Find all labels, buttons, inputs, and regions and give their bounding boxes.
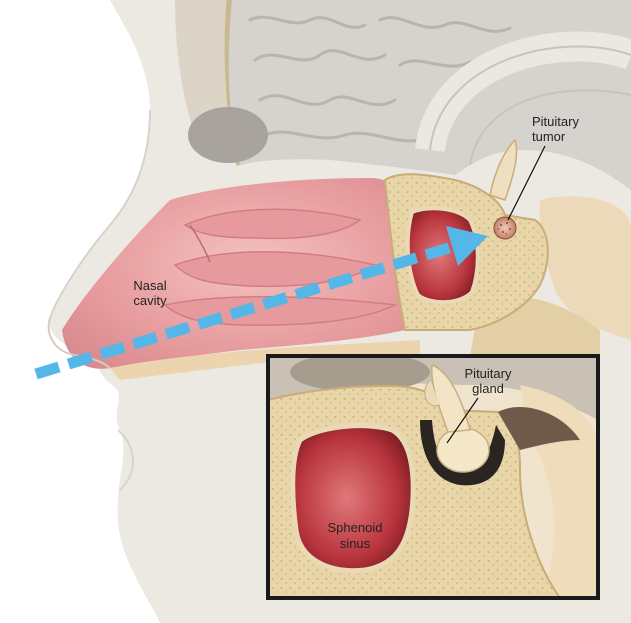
pituitary-tumor bbox=[493, 216, 517, 240]
svg-text:Nasal: Nasal bbox=[133, 278, 166, 293]
label-sphenoid-sinus: Sphenoid sinus bbox=[328, 520, 383, 551]
brain bbox=[188, 0, 631, 190]
inset-magnified-view: Pituitary gland Sphenoid sinus bbox=[266, 354, 600, 600]
svg-text:Pituitary: Pituitary bbox=[465, 366, 512, 381]
svg-text:gland: gland bbox=[472, 381, 504, 396]
inset-border bbox=[266, 354, 600, 600]
svg-text:cavity: cavity bbox=[133, 293, 167, 308]
label-pituitary-tumor: Pituitary tumor bbox=[532, 114, 579, 144]
svg-text:tumor: tumor bbox=[532, 129, 566, 144]
pointer-line-tumor bbox=[507, 145, 546, 221]
pointer-line-gland bbox=[446, 397, 479, 444]
surgical-path-arrow bbox=[34, 226, 488, 380]
label-nasal-cavity: Nasal cavity bbox=[133, 278, 167, 308]
svg-text:Sphenoid: Sphenoid bbox=[328, 520, 383, 535]
svg-text:Pituitary: Pituitary bbox=[532, 114, 579, 129]
svg-text:sinus: sinus bbox=[340, 536, 371, 551]
label-pituitary-gland: Pituitary gland bbox=[465, 366, 512, 396]
pituitary-gland bbox=[436, 427, 490, 473]
sphenoid-sinus-inset bbox=[290, 423, 416, 574]
